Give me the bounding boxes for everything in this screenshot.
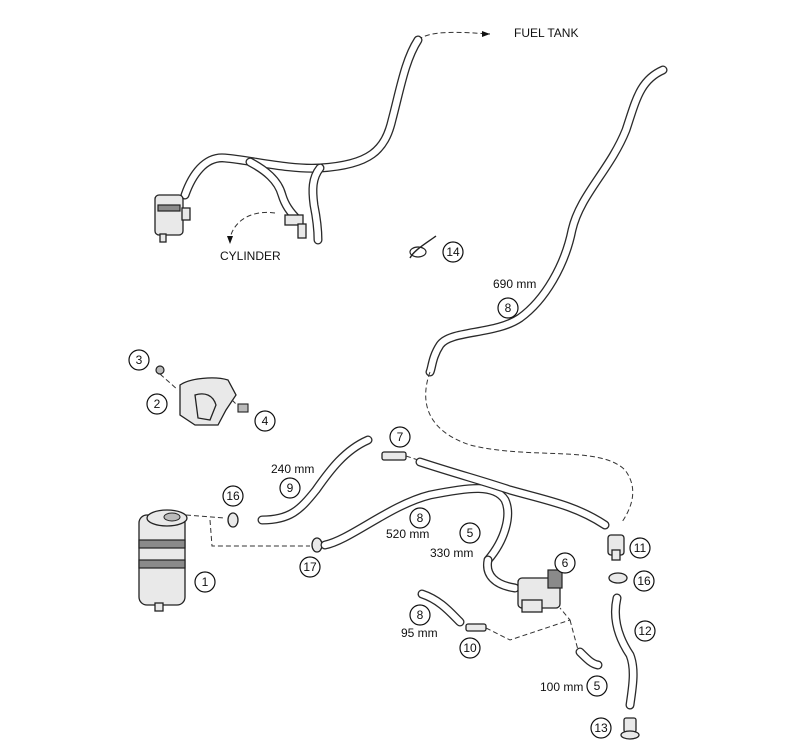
callout-8-520: 8 [409,507,431,529]
len-330-label: 330 mm [430,546,473,560]
charcoal-canister [138,509,188,612]
svg-text:14: 14 [446,245,460,259]
callout-1: 1 [194,571,216,593]
hose-330mm [482,555,520,593]
len-240-label: 240 mm [271,462,314,476]
canister-leader-upper [185,514,226,519]
svg-text:2: 2 [154,397,161,411]
canister-leader-lower [209,519,310,547]
svg-text:16: 16 [637,574,651,588]
svg-text:16: 16 [226,489,240,503]
hose-100-leader [569,619,579,651]
hose-95mm [417,589,465,627]
callout-14: 14 [442,241,464,263]
svg-text:8: 8 [505,301,512,315]
callout-6: 6 [554,552,576,574]
hose-240mm [257,435,373,525]
t-fitting [607,534,625,561]
svg-text:1: 1 [202,575,209,589]
svg-text:5: 5 [594,679,601,693]
hose-690-leader [425,371,634,523]
callout-16-right: 16 [633,570,655,592]
len-100-label: 100 mm [540,680,583,694]
svg-text:6: 6 [562,556,569,570]
callout-13: 13 [590,717,612,739]
svg-text:3: 3 [136,353,143,367]
callout-11: 11 [629,537,651,559]
callout-9: 9 [279,477,301,499]
fuel-tank-hose-assembly: FUEL TANK CYLINDER [154,26,578,263]
cylinder-leader [229,211,276,239]
cable-tie [409,235,437,259]
svg-text:5: 5 [467,526,474,540]
svg-text:8: 8 [417,608,424,622]
hose-100mm [575,647,603,670]
svg-text:7: 7 [397,430,404,444]
callout-12: 12 [634,620,656,642]
cylinder-arrow [227,236,233,244]
svg-text:10: 10 [463,641,477,655]
callout-5-lower: 5 [586,675,608,697]
callout-17: 17 [299,556,321,578]
fuel-tank-arrow [482,31,490,37]
drain-plug [620,717,640,740]
cylinder-label: CYLINDER [220,249,281,263]
upper-valve [154,194,191,243]
fuel-tank-hose [180,35,423,245]
len-95-label: 95 mm [401,626,438,640]
len-520-label: 520 mm [386,527,429,541]
len-690-label: 690 mm [493,277,536,291]
connector-10 [465,623,487,632]
bracket-assembly [155,365,249,426]
callout-3: 3 [128,349,150,371]
callout-8-690: 8 [497,297,519,319]
drain-hose [611,593,638,710]
svg-text:4: 4 [262,414,269,428]
callout-2: 2 [146,393,168,415]
callout-4: 4 [254,410,276,432]
fuel-tank-label: FUEL TANK [514,26,578,40]
svg-text:8: 8 [417,511,424,525]
hose-690mm [425,65,668,377]
clamp-16-right [608,572,628,584]
callout-10: 10 [459,637,481,659]
svg-text:12: 12 [638,624,652,638]
callout-16-left: 16 [222,485,244,507]
svg-text:9: 9 [287,481,294,495]
callout-7: 7 [389,426,411,448]
callout-8-95: 8 [409,604,431,626]
clamp-16-left [227,512,239,528]
solenoid-valve [517,569,563,613]
svg-text:13: 13 [594,721,608,735]
fuel-tank-leader [417,31,491,41]
callout-5-upper: 5 [459,522,481,544]
svg-text:11: 11 [634,541,647,555]
svg-text:17: 17 [303,560,317,574]
hose-520mm [320,457,610,565]
valve-leader [485,607,571,641]
connector-7 [381,451,407,461]
upper-connector [284,214,307,239]
